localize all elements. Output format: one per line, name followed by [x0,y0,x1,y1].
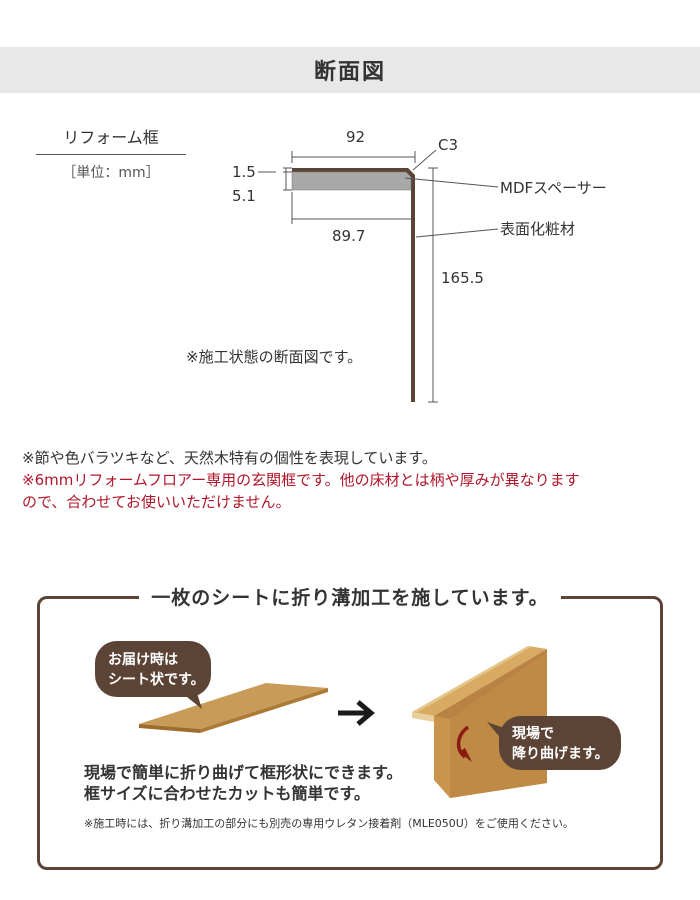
dim-92-label: 92 [346,128,365,146]
c3-leader [412,149,437,171]
cross-section-diagram: 92 C3 1.5 5.1 89.7 165.5 MDFスペーサー 表面化粧材 … [186,128,607,403]
notes-block: ※節や色バラツキなど、天然木特有の個性を表現しています。 ※6mmリフォームフロ… [22,447,682,513]
dimension-thickness [258,167,292,191]
bubble-on-site: 現場で 降り曲げます。 [487,716,621,770]
mdf-spacer-label: MDFスペーサー [500,179,607,197]
dim-89-7-label: 89.7 [332,227,365,245]
right-arrow-icon [338,700,375,726]
feature-title: 一枚のシートに折り溝加工を施しています。 [139,587,561,609]
feature-title-wrap: 一枚のシートに折り溝加工を施しています。 [0,583,700,610]
bubble-on-site-line2: 降り曲げます。 [512,745,609,762]
dim-c3-label: C3 [438,136,458,154]
curved-arrow-icon [456,725,472,762]
note-natural-wood: ※節や色バラツキなど、天然木特有の個性を表現しています。 [22,449,437,467]
note-compatibility-2: ので、合わせてお使いいただけません。 [22,493,291,511]
flat-sheet [139,683,328,729]
dimension-92 [291,151,416,163]
page-title: 断面図 [313,60,386,85]
dim-165-5-label: 165.5 [441,269,484,287]
dimension-89-7 [291,192,411,224]
feature-description: 現場で簡単に折り曲げて框形状にできます。 框サイズに合わせたカットも簡単です。 [84,762,402,804]
adhesive-note: ※施工時には、折り溝加工の部分にも別売の専用ウレタン接着剤（MLE050U）をご… [84,817,574,830]
feature-desc-line1: 現場で簡単に折り曲げて框形状にできます。 [84,763,403,782]
skin-leader [415,228,499,238]
dimension-165-5 [428,167,438,403]
bubble-delivery-line1: お届け時は [108,651,178,668]
product-divider [36,154,186,155]
mdf-spacer [291,171,412,191]
dim-1-5-label: 1.5 [232,163,256,181]
unit-label: ［単位：mm］ [62,165,160,181]
spacer-leader [404,177,499,188]
section-header: 断面図 [0,47,700,93]
product-name: リフォーム框 [63,128,159,147]
dim-5-1-label: 5.1 [232,187,256,205]
surface-material-label: 表面化粧材 [500,220,575,238]
note-compatibility-1: ※6mmリフォームフロアー専用の玄関框です。他の床材とは柄や厚みが異なります [22,471,580,489]
diagram-caption: ※施工状態の断面図です。 [186,348,362,366]
bubble-delivery: お届け時は シート状です。 [95,641,211,709]
feature-desc-line2: 框サイズに合わせたカットも簡単です。 [84,784,370,803]
bubble-on-site-line1: 現場で [512,725,554,742]
bubble-delivery-line2: シート状です。 [108,671,205,688]
